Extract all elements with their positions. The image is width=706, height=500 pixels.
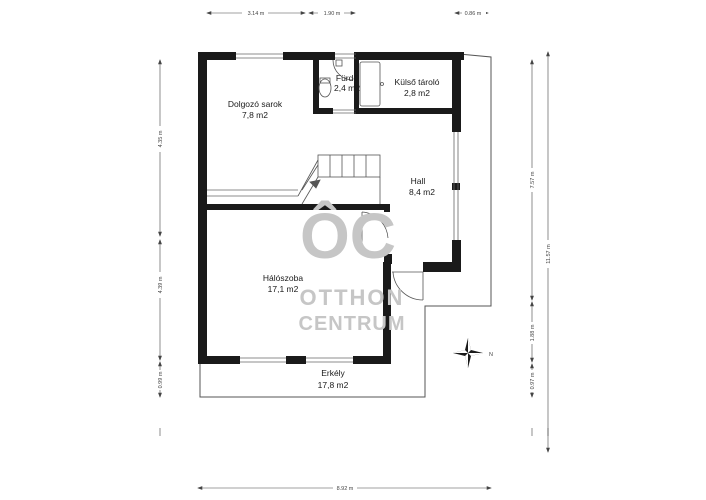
room-name-bedroom: Hálószoba: [263, 273, 303, 283]
dim-top-2: 1.90 m: [324, 11, 341, 17]
windows: [207, 53, 459, 363]
dim-left-1: 4.35 m: [158, 130, 164, 147]
dim-right-3: 1.88 m: [530, 324, 536, 341]
dim-right-2: 11.57 m: [546, 244, 552, 264]
dim-top-1: 3.14 m: [248, 11, 265, 17]
room-name-hall: Hall: [411, 176, 426, 186]
compass-north-label: N: [489, 352, 493, 358]
dim-left-2: 4.39 m: [158, 276, 164, 293]
dim-left-3: 0.99 m: [158, 371, 164, 388]
dim-top-3: 0.86 m: [465, 11, 482, 17]
room-area-outdoor-storage: 2,8 m2: [404, 88, 430, 98]
dimension-labels: 3.14 m 1.90 m 0.86 m 4.35 m 4.39 m 0.99 …: [156, 9, 552, 492]
staircase: [297, 154, 381, 205]
watermark-logo: ÔC: [300, 199, 396, 272]
room-area-bathroom: 2,4 m2: [334, 83, 360, 93]
dim-right-1: 7.57 m: [530, 171, 536, 188]
doors: [332, 59, 424, 301]
bathroom-fixtures: [318, 59, 384, 107]
room-area-hall: 8,4 m2: [409, 187, 435, 197]
compass-rose-icon: N: [453, 338, 493, 368]
room-name-bathroom: Fürdő: [336, 73, 358, 83]
balcony-outline: [199, 53, 492, 398]
dim-bottom: 8.92 m: [337, 486, 354, 492]
room-name-balcony: Erkély: [321, 368, 345, 378]
watermark-line1: OTTHON: [300, 285, 405, 310]
room-labels: Dolgozó sarok 7,8 m2 Fürdő 2,4 m2 Külső …: [228, 73, 440, 390]
dim-right-4: 0.97 m: [530, 372, 536, 389]
room-area-balcony: 17,8 m2: [318, 380, 349, 390]
room-area-work-corner: 7,8 m2: [242, 110, 268, 120]
watermark-line2: CENTRUM: [299, 313, 406, 335]
watermark: ÔC OTTHON CENTRUM: [299, 199, 406, 335]
room-name-work-corner: Dolgozó sarok: [228, 99, 283, 109]
room-name-outdoor-storage: Külső tároló: [395, 77, 440, 87]
room-area-bedroom: 17,1 m2: [268, 284, 299, 294]
walls: [198, 52, 464, 364]
